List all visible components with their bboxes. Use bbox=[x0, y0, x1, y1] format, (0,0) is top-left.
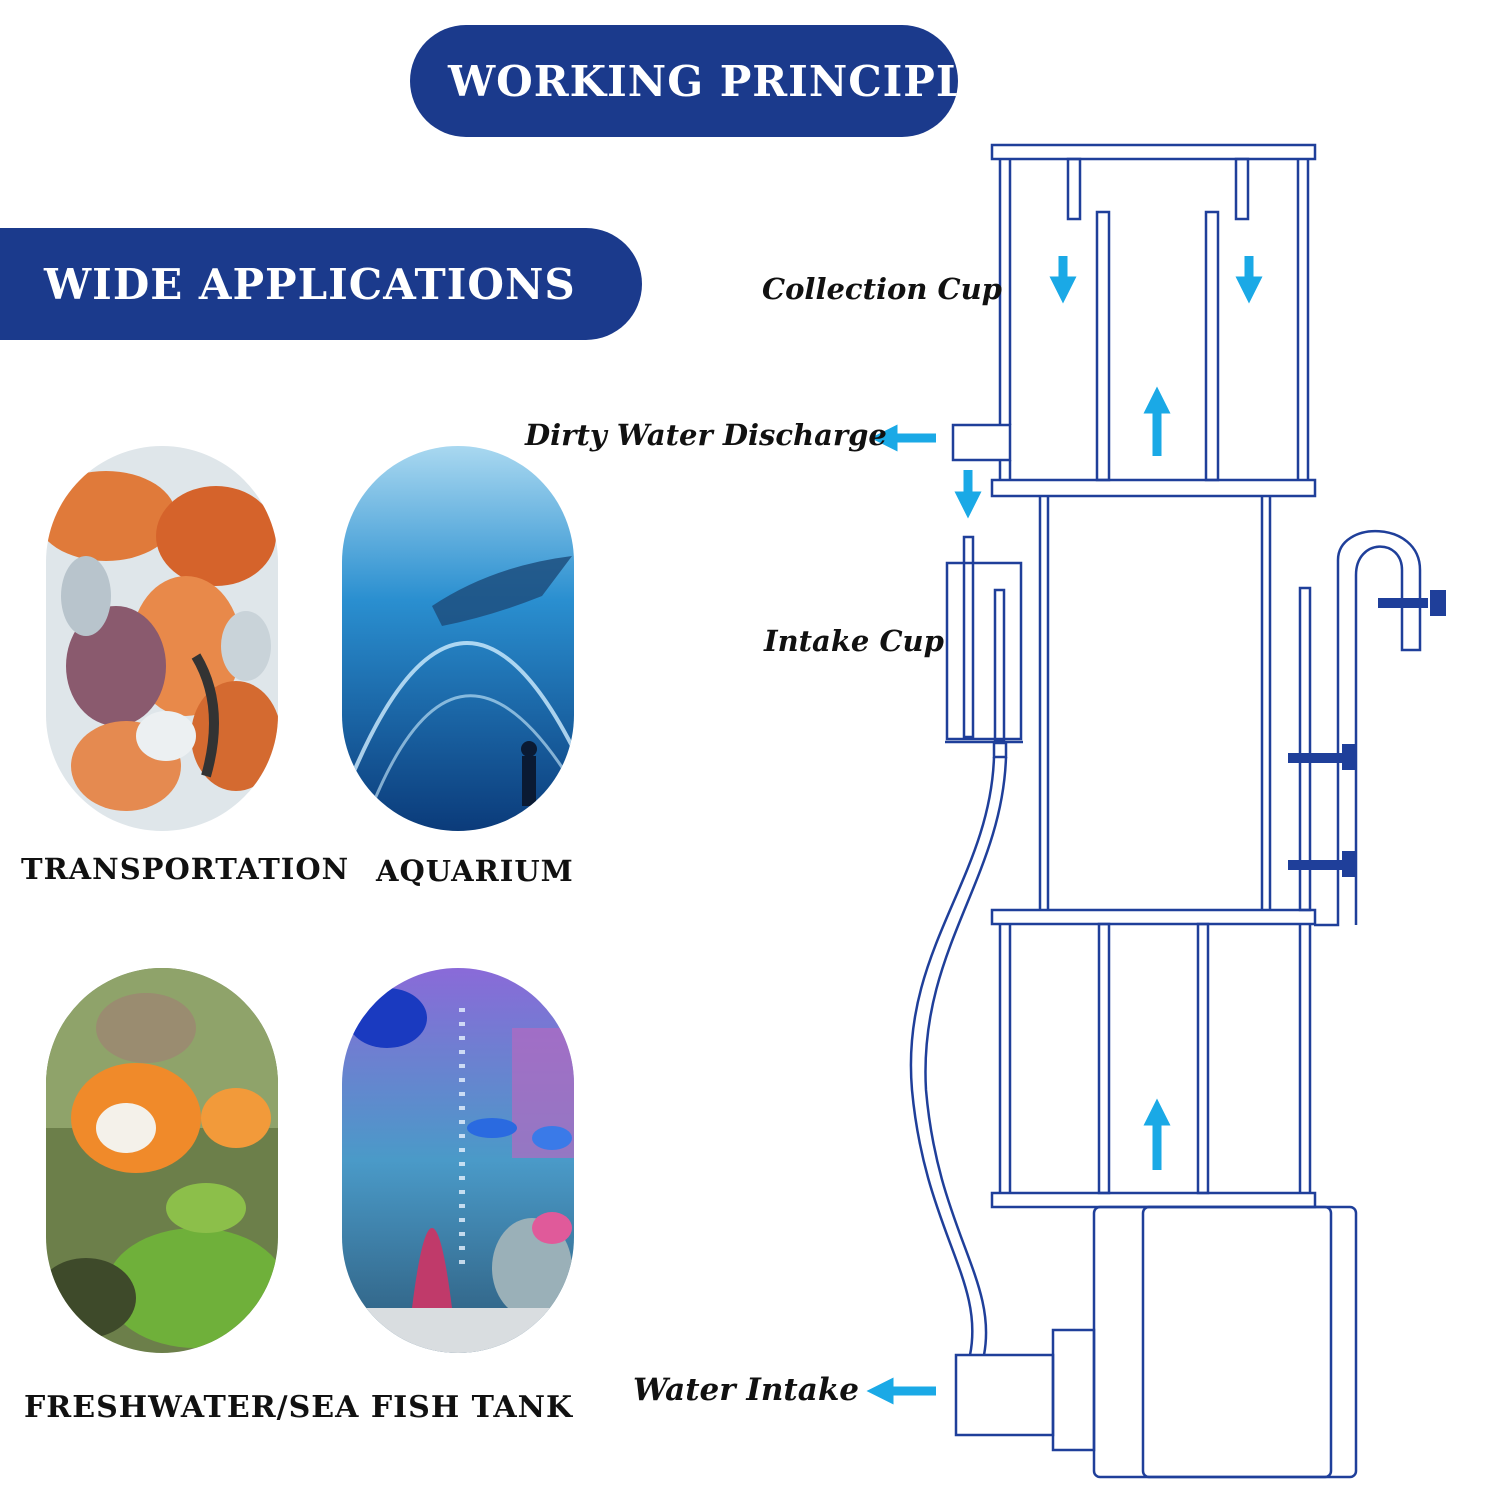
caption-fish-tank: FRESHWATER/SEA FISH TANK bbox=[24, 1390, 574, 1425]
top-lid bbox=[990, 143, 1317, 161]
intake-cup bbox=[945, 561, 1023, 741]
pump-body bbox=[1092, 1205, 1358, 1479]
water-intake-port bbox=[954, 1353, 1055, 1437]
caption-transportation: TRANSPORTATION bbox=[21, 852, 350, 886]
label-intake-cup: Intake Cup bbox=[764, 624, 944, 658]
discharge-spout bbox=[951, 423, 1012, 462]
label-dirty-water-discharge: Dirty Water Discharge bbox=[525, 418, 887, 452]
wide-applications-title: WIDE APPLICATIONS bbox=[44, 259, 576, 309]
fish-tank-photo bbox=[342, 968, 574, 1353]
seafood-photo bbox=[46, 446, 278, 831]
label-collection-cup: Collection Cup bbox=[762, 272, 1002, 306]
aquarium-tunnel-photo bbox=[342, 446, 574, 831]
caption-aquarium: AQUARIUM bbox=[376, 854, 574, 888]
wide-applications-header: WIDE APPLICATIONS bbox=[0, 228, 642, 340]
working-principle-header: WORKING PRINCIPLE bbox=[410, 25, 958, 137]
label-water-intake: Water Intake bbox=[633, 1372, 860, 1408]
goldfish-photo bbox=[46, 968, 278, 1353]
working-principle-title: WORKING PRINCIPLE bbox=[448, 56, 958, 106]
